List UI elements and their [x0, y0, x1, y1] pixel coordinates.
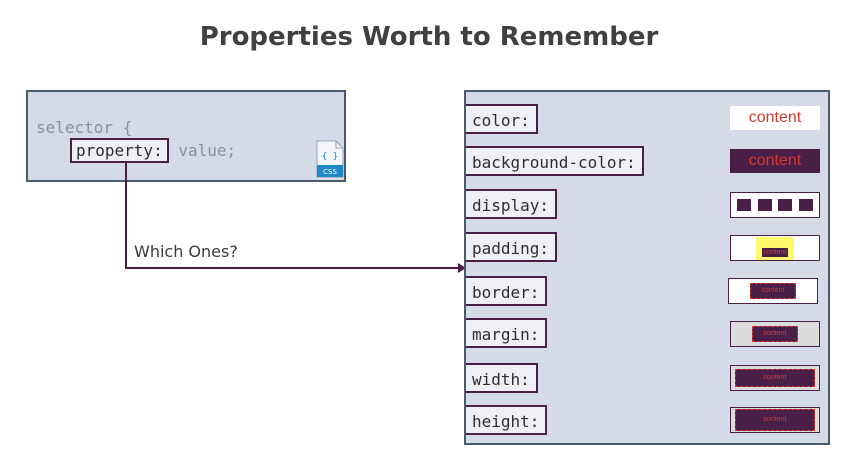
prop-margin: margin:: [466, 318, 548, 348]
css-icon-label: CSS: [323, 168, 337, 176]
prop-height: height:: [466, 405, 548, 435]
demo-color: content: [730, 106, 820, 130]
display-block: [778, 199, 793, 211]
padding-area: content: [755, 236, 795, 260]
padding-content: content: [761, 247, 789, 257]
css-file-icon: { } CSS: [316, 140, 344, 178]
property-highlight: property:: [70, 138, 169, 163]
display-block: [798, 199, 813, 211]
prop-padding: padding:: [466, 232, 558, 262]
css-syntax-panel: selector { property: value; { } CSS: [26, 90, 346, 182]
demo-margin: content: [730, 321, 820, 347]
border-content: content: [750, 283, 796, 299]
properties-panel: color: background-color: display: paddin…: [464, 90, 830, 445]
display-block: [737, 199, 752, 211]
prop-width: width:: [466, 363, 538, 393]
prop-background-color: background-color:: [466, 146, 644, 176]
css-icon-braces: { }: [322, 152, 338, 162]
demo-height: content: [730, 407, 820, 433]
margin-content: content: [752, 326, 798, 342]
prop-display: display:: [466, 189, 558, 219]
demo-display: [730, 192, 820, 218]
selector-text: selector {: [36, 118, 133, 137]
prop-border: border:: [466, 276, 548, 306]
height-content: content: [735, 409, 815, 431]
demo-border: content: [728, 278, 818, 304]
width-content: content: [735, 369, 815, 387]
page-title: Properties Worth to Remember: [199, 22, 659, 52]
property-line: property: value;: [70, 138, 236, 163]
value-text: value;: [168, 141, 237, 160]
demo-padding: content: [730, 235, 820, 261]
display-block: [757, 199, 772, 211]
prop-color: color:: [466, 104, 538, 134]
connector-label: Which Ones?: [134, 242, 238, 261]
demo-width: content: [730, 365, 820, 391]
demo-background-color: content: [730, 149, 820, 173]
